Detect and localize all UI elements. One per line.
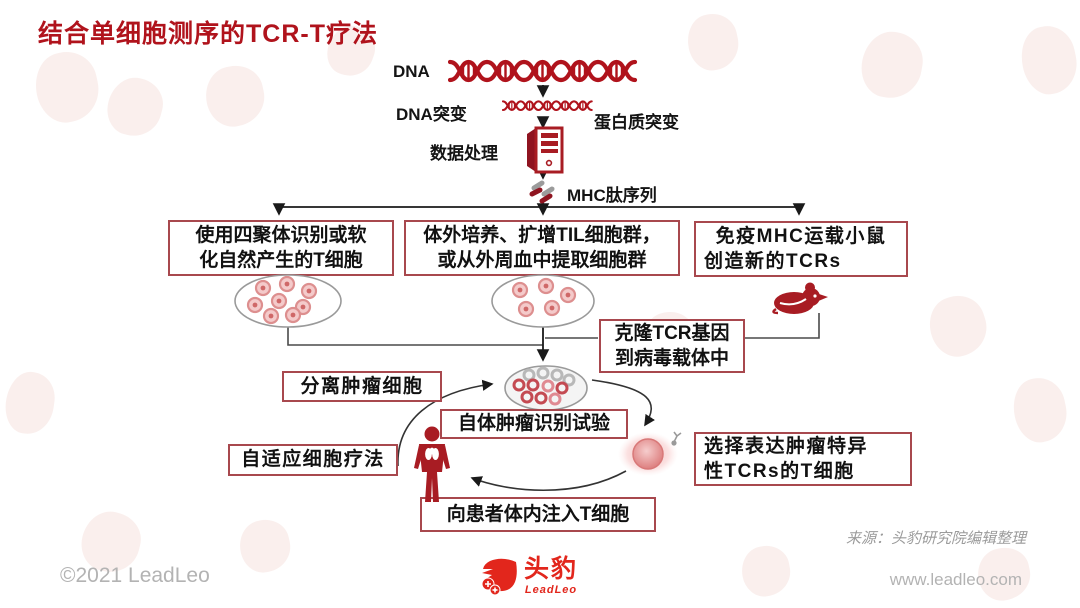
- box-adoptive-text: 自适应细胞疗法: [241, 449, 385, 471]
- box-select: 选择表达肿瘤特异 性TCRs的T细胞: [694, 432, 912, 486]
- website-text: www.leadleo.com: [889, 570, 1022, 589]
- petri-dish-icon: [491, 274, 595, 328]
- logo-cn-text: 头豹: [524, 555, 579, 583]
- box-recognition: 自体肿瘤识别试验: [440, 409, 628, 439]
- box-tetramer-line1: 使用四聚体识别或软: [195, 224, 367, 246]
- logo-en-text: LeadLeo: [524, 583, 578, 596]
- data-processing-label: 数据处理: [430, 144, 498, 163]
- box-tetramer-line2: 化自然产生的T细胞: [199, 250, 363, 271]
- receptor-icon: [671, 431, 682, 446]
- box-isolate: 分离肿瘤细胞: [282, 371, 442, 402]
- server-icon: [527, 126, 564, 174]
- box-isolate-text: 分离肿瘤细胞: [300, 375, 424, 397]
- petri-dish-icon: [234, 274, 342, 328]
- box-select-line2: 性TCRs的T细胞: [704, 461, 855, 482]
- leadleo-logo: 头豹 LeadLeo: [478, 555, 579, 596]
- protein-mutation-label: 蛋白质突变: [594, 113, 679, 132]
- dna-mutation-helix-icon: [502, 100, 593, 112]
- box-select-line1: 选择表达肿瘤特异: [704, 435, 869, 457]
- box-adoptive: 自适应细胞疗法: [228, 444, 398, 476]
- box-mouse-line2: 创造新的TCRs: [704, 251, 842, 272]
- box-inject-text: 向患者体内注入T细胞: [446, 503, 630, 525]
- box-tetramer: 使用四聚体识别或软 化自然产生的T细胞: [168, 220, 394, 276]
- leadleo-logo-icon: [481, 558, 517, 596]
- box-clone-line1: 克隆TCR基因: [614, 322, 730, 344]
- box-inject: 向患者体内注入T细胞: [420, 497, 656, 532]
- mhc-peptide-label: MHC肽序列: [567, 186, 657, 205]
- t-cell-icon: [618, 431, 682, 476]
- box-til: 体外培养、扩增TIL细胞群， 或从外周血中提取细胞群: [404, 220, 680, 276]
- box-clone: 克隆TCR基因 到病毒载体中: [599, 319, 745, 373]
- dna-mutation-label: DNA突变: [396, 105, 467, 124]
- mouse-icon: [772, 282, 828, 315]
- box-recognition-text: 自体肿瘤识别试验: [457, 413, 610, 435]
- dna-helix-icon: [448, 57, 638, 85]
- box-til-line2: 或从外周血中提取细胞群: [437, 250, 647, 271]
- source-note: 来源：头豹研究院编辑整理: [845, 531, 1026, 547]
- box-til-line1: 体外培养、扩增TIL细胞群，: [423, 224, 661, 246]
- human-icon: [414, 426, 450, 502]
- box-mouse: 免疫MHC运载小鼠 创造新的TCRs: [694, 221, 908, 277]
- box-clone-line2: 到病毒载体中: [614, 348, 729, 369]
- transduced-dish-icon: [504, 365, 588, 411]
- box-mouse-line1: 免疫MHC运载小鼠: [715, 225, 887, 247]
- page-title: 结合单细胞测序的TCR-T疗法: [38, 20, 378, 48]
- dna-label: DNA: [393, 62, 430, 81]
- peptide-icon: [529, 180, 555, 204]
- copyright-text: ©2021 LeadLeo: [60, 564, 210, 587]
